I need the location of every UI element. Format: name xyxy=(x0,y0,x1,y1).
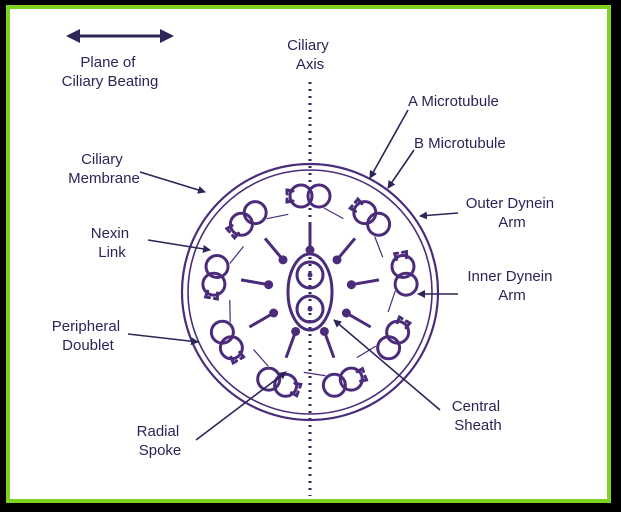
nexin-link xyxy=(304,372,326,375)
nexin-link xyxy=(388,291,395,312)
pointer-peripheral xyxy=(128,334,198,342)
label-nexin-link: Nexin Link xyxy=(91,225,134,261)
label-b-microtubule: B Microtubule xyxy=(414,135,506,152)
pointer-b-microtubule xyxy=(388,150,414,188)
a-microtubule xyxy=(354,202,376,224)
nexin-link xyxy=(230,246,244,263)
label-outer-dynein-arm: Outer Dynein Arm xyxy=(466,195,559,231)
central-dot xyxy=(308,273,313,278)
spoke-head xyxy=(279,255,288,264)
label-peripheral-doublet: Peripheral Doublet xyxy=(52,318,125,354)
label-plane-of-beating: Plane of Ciliary Beating xyxy=(62,54,159,90)
nexin-link xyxy=(254,350,269,367)
nexin-link xyxy=(230,300,231,322)
pointer-radial xyxy=(196,372,286,440)
spoke-head xyxy=(269,309,278,318)
spoke-head xyxy=(320,327,329,336)
nexin-link xyxy=(375,237,383,258)
pointer-membrane xyxy=(140,172,205,192)
b-microtubule xyxy=(244,202,266,224)
label-radial-spoke: Radial Spoke xyxy=(137,423,184,459)
label-ciliary-axis: Ciliary Axis xyxy=(287,37,333,73)
spoke-head xyxy=(306,246,315,255)
a-microtubule xyxy=(230,213,252,235)
nexin-link xyxy=(267,214,289,218)
central-dot xyxy=(308,307,313,312)
plane-of-beating-arrow xyxy=(66,29,174,43)
label-ciliary-membrane: Ciliary Membrane xyxy=(68,151,140,187)
spoke-head xyxy=(347,280,356,289)
spoke-head xyxy=(342,309,351,318)
label-a-microtubule: A Microtubule xyxy=(408,93,499,110)
b-microtubule xyxy=(368,213,390,235)
spoke-head xyxy=(291,327,300,336)
pointer-nexin xyxy=(148,240,210,250)
nexin-link xyxy=(324,208,343,219)
spoke-head xyxy=(332,255,341,264)
spoke-head xyxy=(264,280,273,289)
label-inner-dynein-arm: Inner Dynein Arm xyxy=(467,268,556,304)
pointer-outer-dynein xyxy=(420,213,458,216)
inner-dynein-arm xyxy=(395,253,398,259)
label-central-sheath: Central Sheath xyxy=(452,398,505,434)
